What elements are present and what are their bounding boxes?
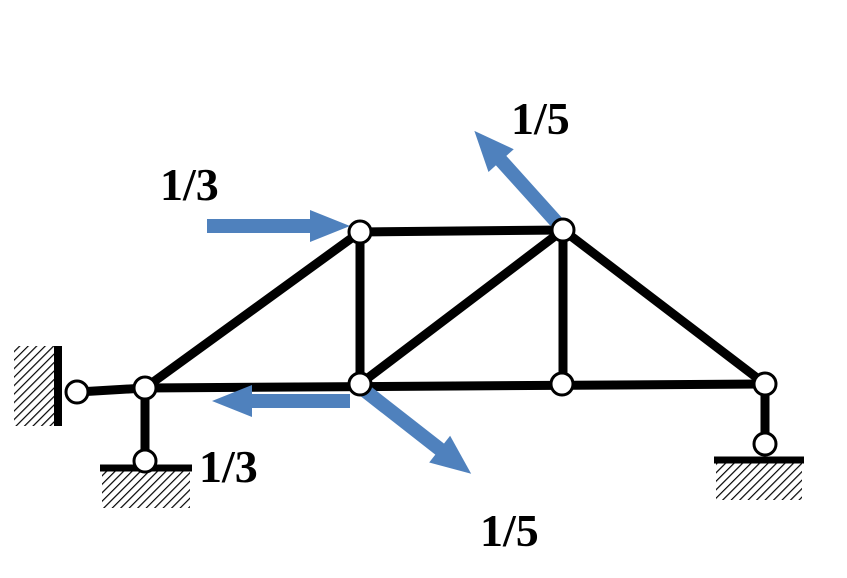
- load-label-bottom-right: 1/5: [480, 505, 539, 556]
- joint-top-right: [550, 217, 576, 243]
- joint-left-support: [132, 448, 158, 474]
- joint-top-left: [347, 219, 373, 245]
- load-label-top-left: 1/3: [160, 159, 219, 210]
- joint-bottom-middle: [347, 371, 373, 397]
- load-arrow-bottom-right: [359, 384, 472, 474]
- left-ground-support: [100, 464, 192, 508]
- joint-bottom-right-middle: [549, 371, 575, 397]
- top-chord: [355, 225, 568, 237]
- joint-left-wall: [64, 379, 90, 405]
- joint-right-support: [752, 431, 778, 457]
- load-arrows: [207, 130, 566, 474]
- left-diagonal: [140, 227, 365, 393]
- left-wall-support: [14, 346, 62, 426]
- truss-joints: [64, 217, 778, 474]
- bottom-chord: [140, 379, 770, 393]
- load-arrow-bottom-left: [212, 385, 350, 417]
- joint-bottom-left: [132, 375, 158, 401]
- load-label-top-right: 1/5: [511, 93, 570, 144]
- right-diagonal: [558, 225, 770, 389]
- load-label-bottom-left: 1/3: [199, 441, 258, 492]
- load-arrow-top-left: [207, 210, 350, 242]
- middle-diagonal: [355, 225, 568, 389]
- right-ground-support: [714, 456, 804, 500]
- load-arrow-top-right: [474, 130, 566, 231]
- joint-bottom-right: [752, 371, 778, 397]
